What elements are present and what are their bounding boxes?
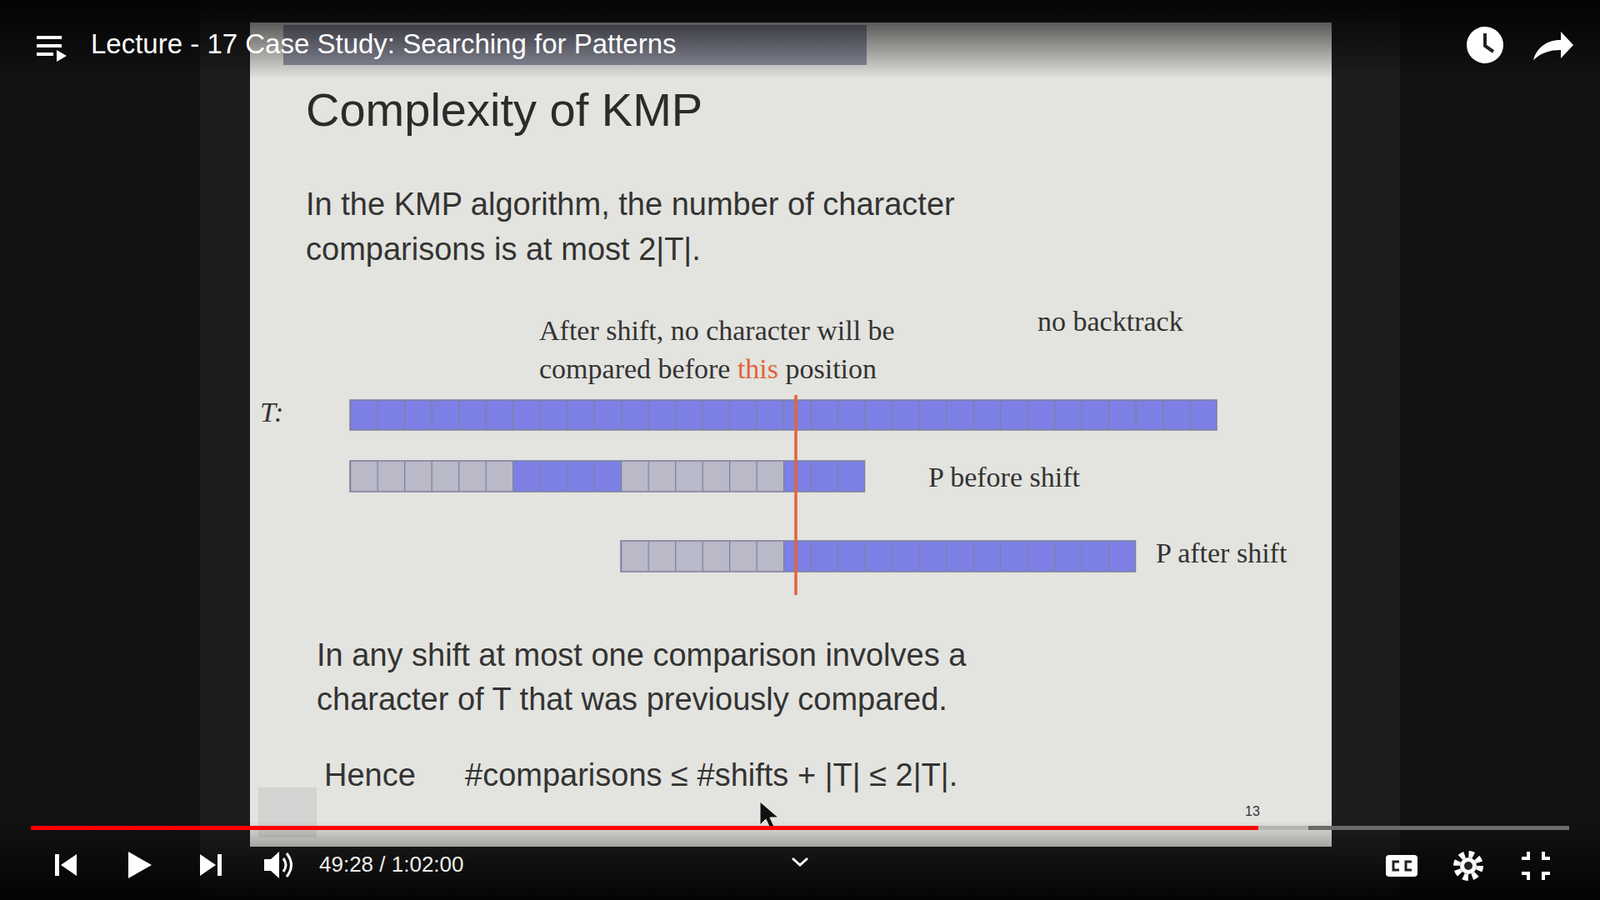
position-marker	[794, 395, 798, 595]
volume-icon	[264, 851, 292, 879]
video-area	[200, 0, 1400, 900]
annotation-block: After shift, no character will be compar…	[539, 311, 973, 389]
settings-icon	[1456, 854, 1480, 878]
bottom-shade	[0, 820, 1600, 900]
array-label: P before shift	[928, 460, 1080, 495]
top-shade	[0, 0, 1600, 80]
previous-icon	[55, 854, 77, 876]
array-label: T:	[260, 395, 284, 430]
body-text: In any shift at most one comparison invo…	[316, 633, 1092, 722]
share-icon	[1533, 31, 1574, 60]
array-label: P after shift	[1155, 536, 1287, 571]
annotation: no backtrack	[1037, 305, 1184, 340]
playlist-icon	[36, 35, 67, 62]
progress-track	[30, 825, 1570, 830]
body-text: Hence	[324, 756, 416, 795]
progress-played	[30, 825, 1259, 830]
body-text: In the KMP algorithm, the number of char…	[305, 181, 1081, 272]
formula: #comparisons ≤ #shifts + |T| ≤ 2|T|.	[465, 756, 958, 795]
highlight-word: this	[737, 353, 779, 385]
text-array-cells	[350, 400, 1217, 430]
next-icon	[200, 854, 222, 876]
watch-later-icon	[1466, 26, 1504, 64]
play-icon	[128, 851, 152, 879]
chevron-icon	[792, 858, 808, 865]
pattern-before-cells	[350, 460, 865, 492]
progress-buffered	[30, 825, 1309, 830]
slide-number: 13	[1245, 803, 1260, 820]
captions-icon	[1385, 855, 1418, 877]
annotation: position	[785, 353, 878, 385]
pattern-after-cells	[620, 540, 1136, 572]
exit-fullscreen-icon	[1521, 851, 1550, 880]
slide	[250, 22, 1332, 847]
text-array	[350, 400, 1217, 430]
slide-heading: Complexity of KMP	[305, 81, 703, 138]
video-title: Lecture - 17 Case Study: Searching for P…	[90, 27, 677, 61]
time-display: 49:28 / 1:02:00	[319, 851, 464, 878]
